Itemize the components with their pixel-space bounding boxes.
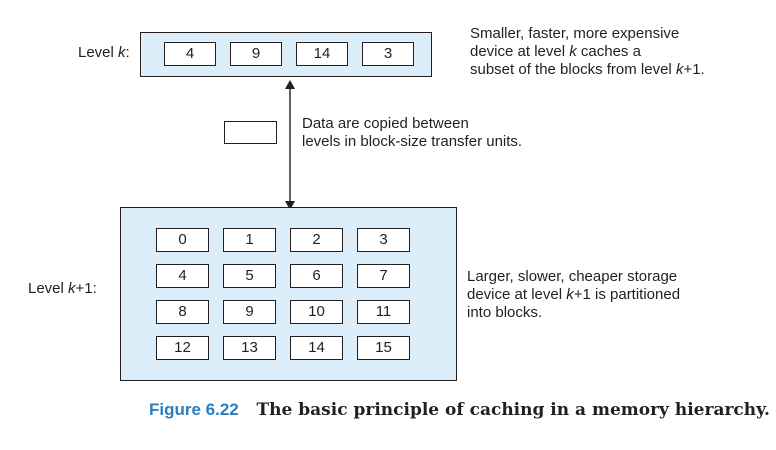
cache-block: 4 — [164, 42, 216, 66]
level-k-note-line-3-pre: subset of the blocks from level — [470, 61, 676, 78]
storage-block: 0 — [156, 228, 209, 252]
level-k1-note-line-3: into blocks. — [467, 304, 680, 322]
level-k1-note-line-2-var: k — [566, 286, 574, 303]
level-k1-note-line-2-pre: device at level — [467, 286, 567, 303]
level-k-note-line-1: Smaller, faster, more expensive — [470, 25, 705, 43]
storage-block: 8 — [156, 300, 209, 324]
level-k1-label-var: k — [68, 280, 76, 297]
transfer-note: Data are copied between levels in block-… — [302, 115, 522, 151]
transfer-arrow-head-down — [285, 201, 295, 210]
level-k-note-line-3: subset of the blocks from level k+1. — [470, 61, 705, 79]
level-k-note-line-3-var: k — [675, 61, 684, 78]
storage-block: 6 — [290, 264, 343, 288]
transfer-unit-block — [224, 121, 277, 144]
storage-block: 2 — [290, 228, 343, 252]
storage-block: 10 — [290, 300, 343, 324]
transfer-note-line-2: levels in block-size transfer units. — [302, 133, 523, 150]
storage-block: 1 — [223, 228, 276, 252]
level-k-label-prefix: Level — [78, 44, 119, 61]
storage-block: 4 — [156, 264, 209, 288]
level-k1-label-prefix: Level — [28, 280, 69, 297]
level-k-note-line-2-pre: device at level — [470, 43, 570, 60]
storage-block: 11 — [357, 300, 410, 324]
cache-block: 3 — [362, 42, 414, 66]
level-k1-label-suffix: +1: — [75, 280, 97, 297]
level-k1-label: Level k+1: — [28, 280, 97, 297]
figure-caption-text: The basic principle of caching in a memo… — [256, 400, 770, 420]
level-k1-note-line-1-pre: Larger, slower, cheaper storage — [467, 268, 678, 285]
transfer-arrow-head-up — [285, 80, 295, 89]
level-k-note-line-1-pre: Smaller, faster, more expensive — [470, 25, 680, 42]
level-k1-note-line-3-pre: into blocks. — [467, 304, 543, 321]
storage-block: 15 — [357, 336, 410, 360]
level-k-note-line-2-var: k — [569, 43, 577, 60]
level-k-label: Level k: — [78, 44, 130, 61]
transfer-arrow — [285, 80, 295, 210]
storage-block: 12 — [156, 336, 209, 360]
storage-block: 7 — [357, 264, 410, 288]
transfer-note-line-1: Data are copied between — [302, 115, 469, 132]
storage-block: 13 — [223, 336, 276, 360]
storage-block: 14 — [290, 336, 343, 360]
storage-block: 5 — [223, 264, 276, 288]
level-k-note-line-3-post: +1. — [683, 61, 705, 78]
figure-caption: Figure 6.22 The basic principle of cachi… — [149, 400, 770, 420]
cache-block: 14 — [296, 42, 348, 66]
level-k1-note-line-2: device at level k+1 is partitioned — [467, 286, 680, 304]
level-k-label-suffix: : — [125, 44, 130, 61]
cache-block: 9 — [230, 42, 282, 66]
level-k-label-var: k — [118, 44, 126, 61]
level-k1-note-line-1: Larger, slower, cheaper storage — [467, 268, 680, 286]
figure-number: Figure 6.22 — [149, 400, 239, 419]
level-k1-note-line-2-post: +1 is partitioned — [573, 286, 681, 303]
storage-block: 9 — [223, 300, 276, 324]
level-k-note-line-2: device at level k caches a — [470, 43, 705, 61]
storage-block: 3 — [357, 228, 410, 252]
level-k-note-line-2-post: caches a — [576, 43, 641, 60]
